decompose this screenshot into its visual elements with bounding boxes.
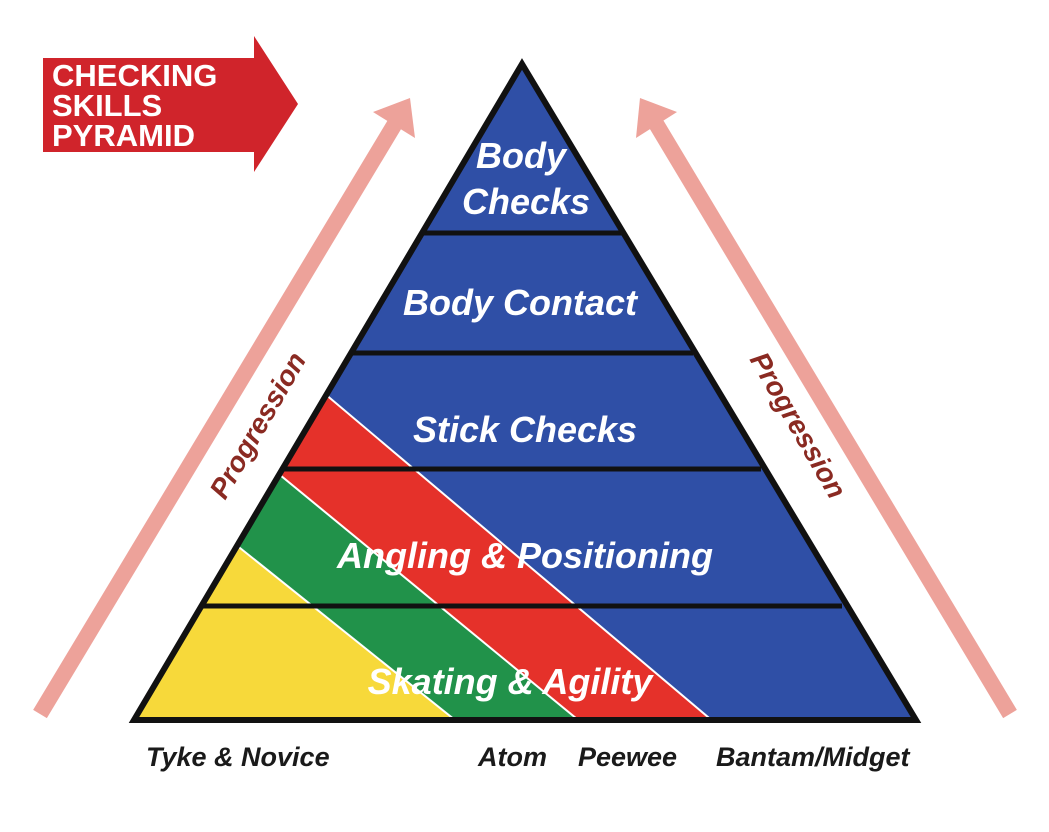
banner-arrow-shape	[43, 36, 298, 172]
progression-arrow-left	[33, 98, 415, 719]
tier-label-stick-checks: Stick Checks	[413, 409, 637, 450]
age-label-bantam-midget: Bantam/Midget	[716, 742, 911, 772]
age-label-tyke-novice: Tyke & Novice	[146, 742, 330, 772]
tier-label-line: Checks	[462, 181, 590, 222]
age-label-peewee: Peewee	[578, 742, 677, 772]
banner-line: CHECKING	[52, 58, 217, 93]
tier-label-angling-positioning: Angling & Positioning	[336, 535, 713, 576]
banner-line: SKILLS	[52, 88, 162, 123]
age-label-atom: Atom	[477, 742, 547, 772]
tier-label-line: Body	[476, 135, 568, 176]
tier-label-body-checks: Body Checks	[462, 135, 590, 222]
banner-title: CHECKING SKILLS PYRAMID	[52, 58, 226, 153]
tier-dividers	[202, 230, 842, 609]
tier-label-skating-agility: Skating & Agility	[368, 661, 655, 702]
tier-label-body-contact: Body Contact	[403, 282, 639, 323]
banner-line: PYRAMID	[52, 118, 195, 153]
pyramid-outline	[128, 58, 922, 723]
progression-arrow-right	[636, 98, 1017, 719]
title-banner: CHECKING SKILLS PYRAMID	[43, 36, 298, 172]
